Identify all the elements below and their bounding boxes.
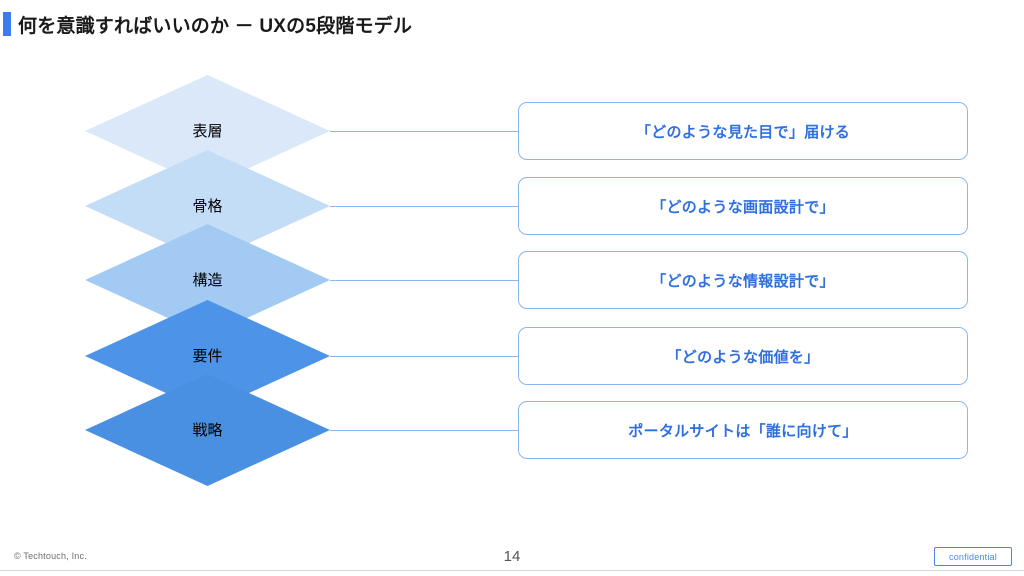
connector-line-4 bbox=[330, 356, 518, 357]
diamond-label-2: 骨格 bbox=[192, 197, 223, 215]
callout-text-1: 「どのような見た目で」届ける bbox=[635, 123, 851, 141]
diamond-label-1: 表層 bbox=[192, 122, 223, 140]
diamond-layer-5[interactable]: 戦略 bbox=[85, 374, 330, 486]
diamond-label-4: 要件 bbox=[192, 347, 223, 365]
callout-text-5: ポータルサイトは「誰に向けて」 bbox=[628, 422, 858, 440]
connector-line-2 bbox=[330, 206, 518, 207]
diamond-label-5: 戦略 bbox=[192, 421, 223, 439]
diamond-label-3: 構造 bbox=[192, 271, 223, 289]
connector-line-3 bbox=[330, 280, 518, 281]
callout-box-1[interactable]: 「どのような見た目で」届ける bbox=[518, 102, 968, 160]
connector-line-5 bbox=[330, 430, 518, 431]
confidential-badge: confidential bbox=[934, 547, 1012, 566]
footer-divider bbox=[0, 570, 1024, 571]
footer-page-number: 14 bbox=[503, 548, 521, 565]
callout-box-3[interactable]: 「どのような情報設計で」 bbox=[518, 251, 968, 309]
confidential-badge-label: confidential bbox=[949, 551, 997, 562]
callout-text-2: 「どのような画面設計で」 bbox=[651, 198, 835, 216]
title-accent-bar bbox=[3, 12, 11, 36]
callout-text-3: 「どのような情報設計で」 bbox=[651, 272, 835, 290]
callout-box-2[interactable]: 「どのような画面設計で」 bbox=[518, 177, 968, 235]
callout-box-5[interactable]: ポータルサイトは「誰に向けて」 bbox=[518, 401, 968, 459]
page-title: 何を意識すればいいのか － UXの5段階モデル bbox=[18, 16, 413, 37]
callout-text-4: 「どのような価値を」 bbox=[666, 348, 820, 366]
connector-line-1 bbox=[330, 131, 518, 132]
callout-box-4[interactable]: 「どのような価値を」 bbox=[518, 327, 968, 385]
footer-copyright: © Techtouch, Inc. bbox=[14, 551, 87, 561]
